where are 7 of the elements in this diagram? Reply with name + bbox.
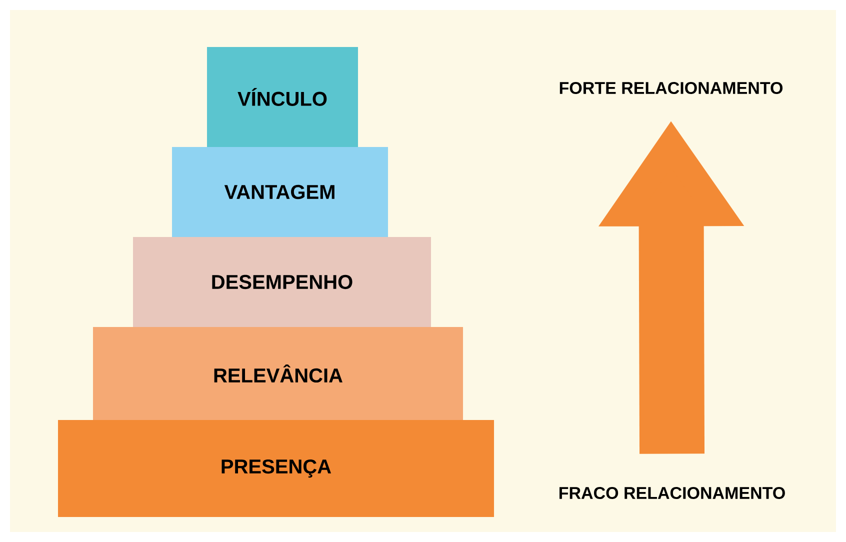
- arrow-label: FRACO RELACIONAMENTO: [560, 486, 785, 500]
- pyramid-level: RELEVÂNCIA: [93, 327, 463, 420]
- pyramid-level: DESEMPENHO: [133, 237, 431, 327]
- arrow-label: FORTE RELACIONAMENTO: [560, 82, 783, 94]
- pyramid-level: PRESENÇA: [58, 420, 494, 517]
- pyramid-level: VÍNCULO: [207, 47, 358, 147]
- pyramid-level: VANTAGEM: [172, 147, 388, 237]
